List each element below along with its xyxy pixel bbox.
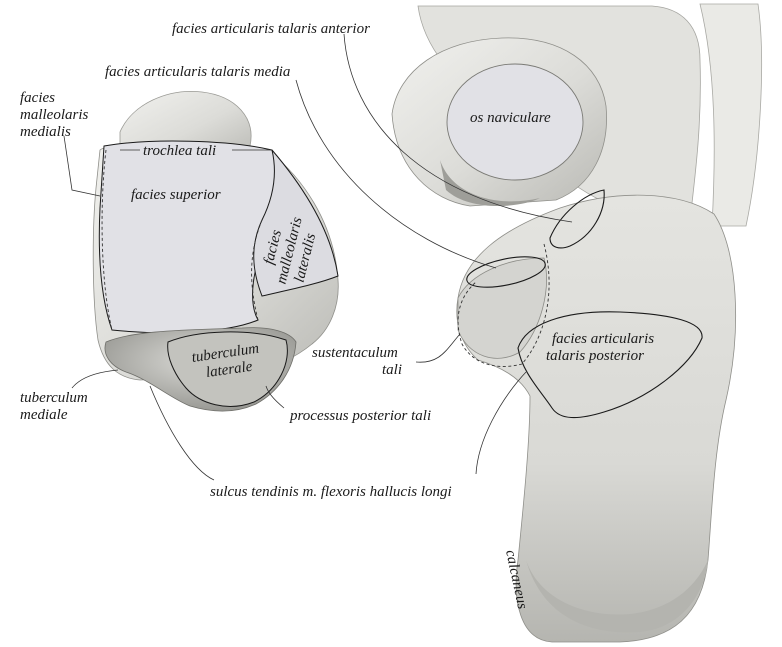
label-facies-superior: facies superior — [131, 187, 221, 203]
leader-sustentaculum — [416, 334, 460, 362]
label-facies-malleolaris-medialis-line2: malleolaris — [20, 107, 88, 123]
label-facies-malleolaris-medialis-line3: medialis — [20, 124, 71, 140]
leader-sulcus-right — [476, 372, 526, 474]
label-processus-posterior-tali: processus posterior tali — [289, 408, 431, 424]
label-facies-malleolaris-medialis-line1: facies — [20, 90, 55, 106]
long-bone-shaft — [700, 4, 762, 226]
label-facies-articularis-talaris-media: facies articularis talaris media — [105, 64, 290, 80]
facies-superior-surface — [99, 141, 278, 333]
label-tuberculum-mediale-line1: tuberculum — [20, 390, 88, 406]
calcaneus-bone — [457, 195, 736, 642]
label-sustentaculum-tali-line1: sustentaculum — [312, 345, 398, 361]
label-facies-articularis-talaris-posterior-line1: facies articularis — [552, 331, 654, 347]
label-sulcus-tendinis: sulcus tendinis m. flexoris hallucis lon… — [210, 484, 452, 500]
foot — [392, 4, 762, 642]
leader-tuberculum-mediale — [72, 370, 118, 388]
label-sustentaculum-tali-line2: tali — [382, 362, 402, 378]
label-facies-articularis-talaris-posterior-line2: talaris posterior — [546, 348, 644, 364]
label-trochlea-tali: trochlea tali — [143, 143, 216, 159]
label-tuberculum-mediale-line2: mediale — [20, 407, 68, 423]
leader-malleolaris-medialis — [64, 136, 100, 196]
label-os-naviculare: os naviculare — [470, 110, 551, 126]
label-facies-articularis-talaris-anterior: facies articularis talaris anterior — [172, 21, 370, 37]
